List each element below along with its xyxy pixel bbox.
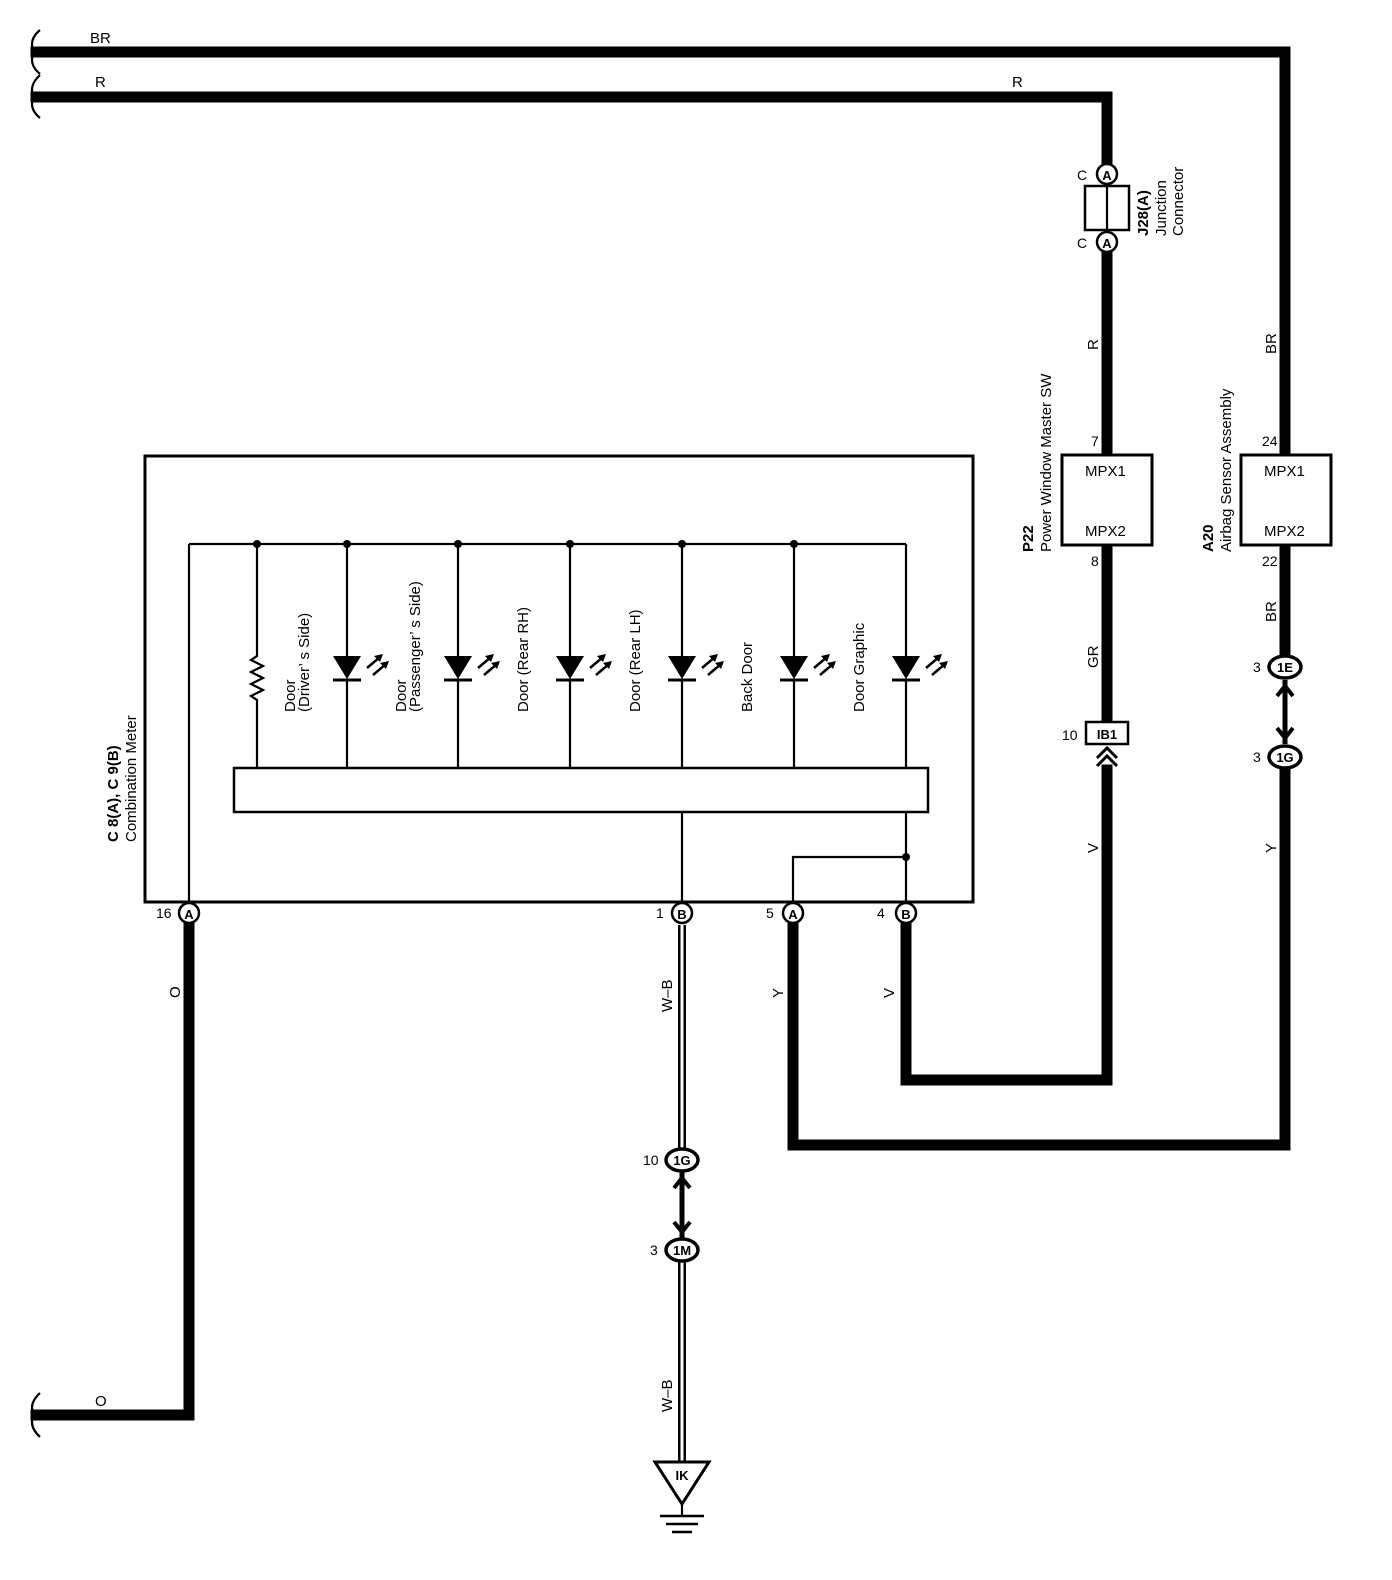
label-br-vert: BR [1263, 333, 1280, 354]
conn-cm16: A [184, 907, 194, 922]
label-wb-lower: W–B [659, 1379, 676, 1412]
ground-label: IK [676, 1468, 690, 1483]
label-br-lower: BR [1263, 601, 1280, 622]
junction-connector [1083, 184, 1131, 232]
pin-1g-right: 3 [1253, 749, 1261, 765]
connector-ib1 [1084, 720, 1130, 768]
wire-v [900, 764, 1113, 1086]
conn-cm5: A [788, 907, 798, 922]
label-br-top: BR [90, 30, 111, 47]
thick-wires [30, 46, 1291, 1421]
ab-name: Airbag Sensor Assembly [1218, 388, 1235, 552]
led-icon [668, 540, 724, 768]
wire-br-top [30, 46, 1291, 461]
label-v-vert: V [1085, 843, 1102, 853]
pin-cm-5: 5 [766, 905, 774, 921]
power-window-switch-box [1060, 453, 1154, 547]
ab-mpx2: MPX2 [1264, 523, 1305, 540]
label-r-top-right: R [1012, 74, 1023, 91]
wire-o [30, 919, 195, 1421]
led-sublabel-0: (Driver’ s Side) [296, 613, 313, 712]
round-connector-0 [1095, 162, 1119, 186]
led-icon [333, 540, 389, 768]
led-icon [556, 540, 612, 768]
round-connector-1 [1095, 230, 1119, 254]
combination-meter [143, 454, 975, 904]
meter-id: C 8(A), C 9(B) [105, 745, 122, 842]
conn-ja-top: A [1102, 168, 1112, 183]
pin-1g-mid: 10 [643, 1152, 659, 1168]
conn-ja-bottom: A [1102, 236, 1112, 251]
pin-1e: 3 [1253, 659, 1261, 675]
label-r-vert: R [1085, 339, 1102, 350]
pin-ab-22: 22 [1262, 553, 1278, 569]
conn-1m: 1M [673, 1243, 691, 1258]
pin-pw-7: 7 [1091, 433, 1099, 449]
pw-id: P22 [1020, 525, 1037, 552]
oval-connectors [664, 654, 1303, 1263]
ab-mpx1: MPX1 [1264, 463, 1305, 480]
round-connector-4 [781, 901, 805, 925]
pin-1m: 3 [650, 1242, 658, 1258]
pin-connectors [177, 162, 1119, 925]
pin-pw-8: 8 [1091, 553, 1099, 569]
pin-ib1: 10 [1062, 727, 1078, 743]
label-wb-upper: W–B [659, 979, 676, 1012]
led-label-5: Door Graphic [851, 622, 868, 712]
wire-wb [672, 925, 692, 1462]
wire-y [787, 762, 1291, 1151]
conn-1e: 1E [1277, 660, 1293, 675]
led-icon [892, 544, 948, 768]
round-connector-5 [894, 901, 918, 925]
wire-r-top [30, 91, 1113, 171]
label-y-a5: Y [770, 988, 787, 998]
junction-name-1: Junction [1153, 180, 1170, 236]
oval-connector-1 [1267, 744, 1303, 770]
pin-j-bottom: C [1077, 235, 1087, 251]
pin-cm-4: 4 [877, 905, 885, 921]
label-v-b4: V [881, 988, 898, 998]
ab-id: A20 [1200, 524, 1217, 552]
label-r-top-left: R [95, 74, 106, 91]
meter-ic-bar [232, 766, 930, 814]
conn-1g-right: 1G [1276, 750, 1293, 765]
conn-cm1: B [677, 907, 686, 922]
conn-1g-mid: 1G [673, 1153, 690, 1168]
junction-name-2: Connector [1170, 167, 1187, 236]
label-gr: GR [1085, 645, 1102, 668]
led-label-1: Door [393, 679, 410, 712]
led-label-4: Back Door [739, 642, 756, 712]
oval-connector-3 [664, 1237, 700, 1263]
oval-connector-0 [1267, 654, 1303, 680]
pw-name: Power Window Master SW [1038, 373, 1055, 552]
junction-id: J28(A) [1135, 190, 1152, 236]
resistor-icon [248, 544, 266, 768]
meter-name: Combination Meter [123, 715, 140, 842]
airbag-sensor-box [1239, 453, 1333, 547]
led-label-3: Door (Rear LH) [627, 609, 644, 712]
mating-1e-1g [1275, 680, 1295, 744]
pin-ab-24: 24 [1262, 433, 1278, 449]
led-icon [780, 540, 836, 768]
oval-connector-2 [664, 1147, 700, 1173]
conn-ib1: IB1 [1097, 727, 1117, 742]
round-connector-3 [670, 901, 694, 925]
label-o-vert: O [167, 986, 184, 998]
pin-j-top: C [1077, 167, 1087, 183]
conn-cm4: B [901, 907, 910, 922]
pw-mpx2: MPX2 [1085, 523, 1126, 540]
pin-cm-1: 1 [656, 905, 664, 921]
round-connector-2 [177, 901, 201, 925]
pw-mpx1: MPX1 [1085, 463, 1126, 480]
led-icon [444, 540, 500, 768]
led-label-0: Door [282, 679, 299, 712]
wire-breaks [30, 29, 41, 1438]
label-y-vert: Y [1263, 843, 1280, 853]
label-o-bottom: O [95, 1393, 107, 1410]
led-sublabel-1: (Passenger’ s Side) [407, 581, 424, 712]
led-label-2: Door (Rear RH) [515, 607, 532, 712]
ground-ik [652, 1460, 712, 1534]
pin-cm-16: 16 [156, 905, 172, 921]
